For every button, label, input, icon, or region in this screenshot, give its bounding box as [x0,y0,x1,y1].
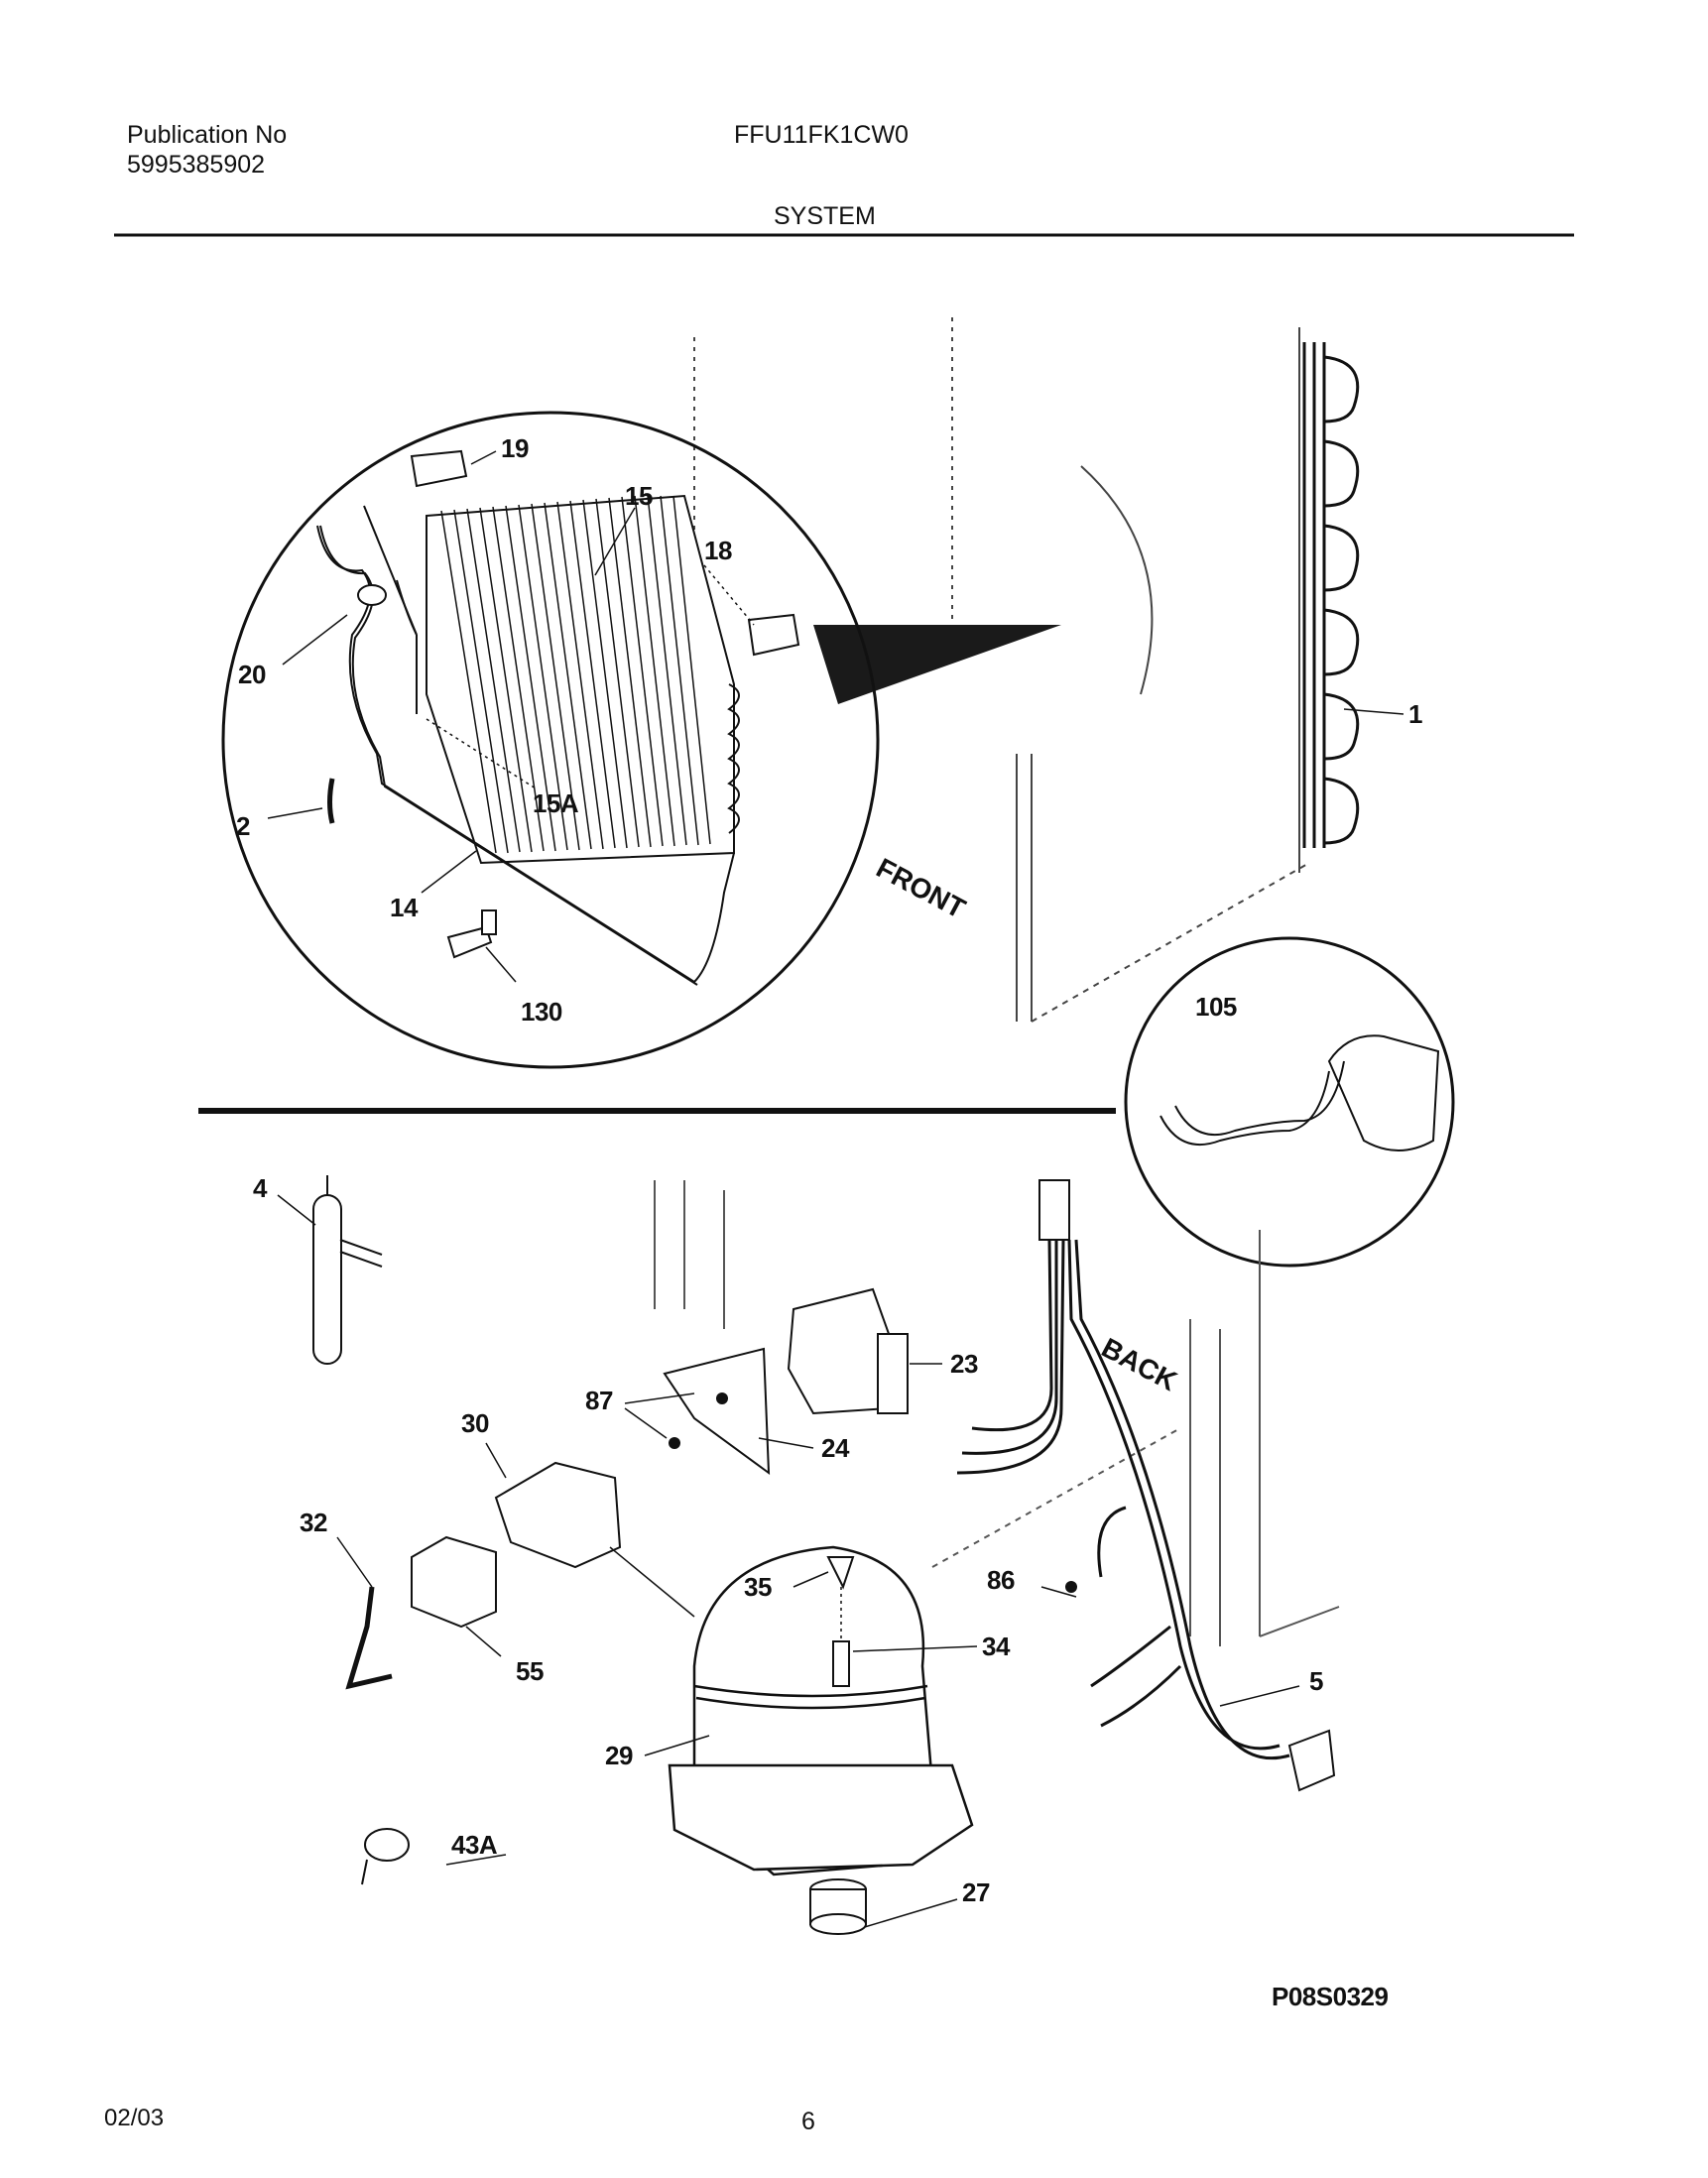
bracket-105 [1159,1034,1440,1151]
leader-lines-top [267,450,1404,983]
machine-compartment-outline [654,1180,1340,1646]
screw-86 [1065,1581,1077,1593]
callout-86: 86 [987,1565,1015,1595]
clamp-43a [361,1828,410,1885]
leader-5 [1219,1685,1300,1707]
callout-32: 32 [300,1508,327,1537]
callout-4: 4 [253,1173,267,1203]
callout-15a: 15A [533,788,579,818]
callout-19: 19 [501,433,529,463]
screw-87b [669,1437,680,1449]
overload-55 [411,1535,497,1629]
callout-15: 15 [625,481,653,511]
overload-detail-circle [1124,936,1455,1268]
callout-34: 34 [982,1632,1010,1661]
grommet-27 [809,1878,867,1935]
defrost-wiring [316,505,735,986]
callout-5: 5 [1309,1666,1323,1696]
defrost-timer-23 [787,1287,909,1415]
callout-2: 2 [236,811,250,841]
callout-55: 55 [516,1656,544,1686]
callout-35: 35 [744,1572,772,1602]
compressor-29 [668,1545,974,1876]
drain-part-130 [446,909,497,959]
plug [1287,1729,1336,1792]
evaporator-detail-circle [221,411,880,1069]
callout-30: 30 [461,1408,489,1438]
callout-105: 105 [1195,992,1237,1022]
callout-130: 130 [521,997,562,1027]
bolt-35 [826,1556,855,1590]
footer-date: 02/03 [104,2105,165,2131]
grommet-34 [832,1640,850,1687]
callout-1: 1 [1408,699,1422,729]
detail-pointer-wedge [813,625,1061,704]
insulation-pad-19 [410,449,468,488]
model-number: FFU11FK1CW0 [734,121,909,149]
page-number: 6 [801,2108,815,2135]
callout-24: 24 [821,1433,849,1463]
leader-lines-relay [336,1442,695,1657]
callout-29: 29 [605,1741,633,1770]
filter-drier-4 [312,1175,383,1365]
power-cord-5 [956,1179,1290,1760]
publication-label: Publication No [127,121,288,149]
clip-32 [345,1586,393,1690]
publication-number: 5995385902 [127,151,266,179]
relay-30 [494,1461,622,1569]
leader-4 [277,1194,316,1226]
leader-lines-compressor [445,1571,1077,1930]
callout-20: 20 [238,660,266,689]
section-title: SYSTEM [774,202,876,230]
clip-2 [327,778,335,824]
screw-87a [716,1392,728,1404]
callout-18: 18 [704,536,732,565]
callout-27: 27 [962,1877,990,1907]
thermostat-bulb-20 [357,584,387,606]
evaporator-coil [426,494,740,865]
insulation-pad-18 [747,613,800,657]
mounting-bracket-24 [663,1347,771,1476]
cabinet-outline [693,317,1310,1023]
drawing-number: P08S0329 [1272,1982,1389,2011]
callout-23: 23 [950,1349,978,1379]
callout-43a: 43A [451,1830,498,1860]
leader-lines-mid [624,1363,942,1449]
callout-87: 87 [585,1386,613,1415]
callout-14: 14 [390,893,418,922]
condenser-coil-1 [1302,342,1360,848]
